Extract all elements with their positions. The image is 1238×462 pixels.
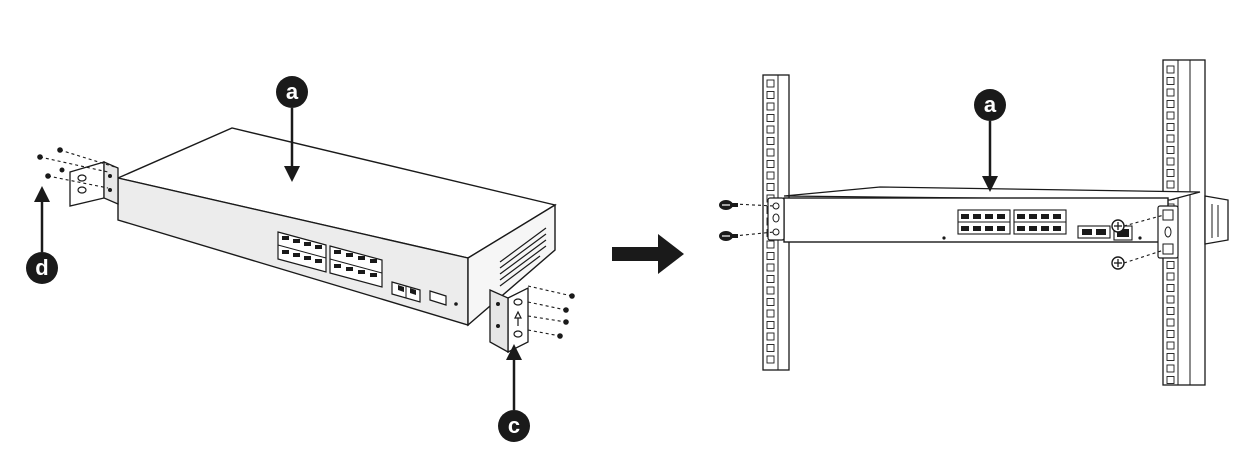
rail-hole [1166, 65, 1175, 74]
rack-bracket-left [767, 197, 785, 241]
svg-text:d: d [35, 255, 48, 280]
rj45-port [1017, 214, 1025, 219]
rj45-port [1017, 226, 1025, 231]
callout-a-rack: a [974, 89, 1006, 192]
rack-port-block-1 [957, 209, 1011, 235]
rj45-port [1053, 226, 1061, 231]
rail-hole [1166, 295, 1175, 304]
led-indicator [454, 302, 458, 306]
screw-icon [37, 147, 65, 179]
rail-hole [1166, 88, 1175, 97]
rail-hole [766, 252, 775, 260]
rack-led [1138, 236, 1142, 240]
callout-c-bracket: c [498, 344, 530, 442]
rj45-port [961, 214, 969, 219]
rj45-port [973, 226, 981, 231]
rail-hole [766, 160, 775, 168]
rj45-port [961, 226, 969, 231]
rail-hole [1166, 123, 1175, 131]
rail-hole [1166, 272, 1175, 281]
rail-hole [766, 125, 775, 134]
rail-hole [1166, 146, 1175, 154]
switch-isometric [115, 127, 557, 327]
rail-hole [1166, 261, 1175, 269]
rj45-port [997, 214, 1005, 219]
screw-icon [557, 293, 575, 339]
svg-text:a: a [984, 92, 997, 117]
rack-screw-lines [733, 203, 1165, 264]
rj45-port [1041, 226, 1049, 231]
rail-hole [766, 355, 775, 364]
rail-hole [766, 183, 775, 191]
rack-bracket-right [1157, 205, 1179, 259]
rail-hole [766, 91, 775, 99]
switch-rear-extension [1204, 195, 1229, 245]
rail-hole [766, 286, 775, 295]
rj45-port [997, 226, 1005, 231]
rail-hole [766, 263, 775, 272]
rail-hole [766, 114, 775, 122]
rj45-port [1029, 226, 1037, 231]
right-mounting-bracket [489, 286, 529, 354]
rail-hole [766, 344, 775, 352]
rail-hole [1166, 100, 1175, 108]
rack-switch [783, 186, 1201, 243]
left-screws [39, 149, 119, 189]
rail-hole [1166, 284, 1175, 292]
sfp-ports [391, 281, 421, 303]
rail-hole [1166, 330, 1175, 338]
svg-text:c: c [508, 413, 520, 438]
rail-hole [766, 275, 775, 283]
rail-hole [1166, 180, 1175, 189]
rj45-port [1041, 214, 1049, 219]
port-block-1 [277, 231, 327, 273]
rj45-port [985, 226, 993, 231]
left-panel: a d c [26, 76, 575, 442]
rail-hole [766, 171, 775, 180]
rail-hole [766, 79, 775, 88]
rail-hole [1166, 376, 1175, 384]
rail-hole [766, 137, 775, 145]
rail-hole [766, 298, 775, 306]
rail-hole [1166, 134, 1175, 143]
rail-hole [1166, 157, 1175, 166]
rj45-port [973, 214, 981, 219]
rail-hole [766, 321, 775, 329]
right-arrow-icon [612, 234, 684, 274]
right-screws [527, 285, 573, 337]
callout-d-bracket: d [26, 186, 58, 284]
callout-a-switch: a [276, 76, 308, 182]
right-panel: a [719, 59, 1229, 386]
rail-hole [1166, 353, 1175, 361]
console-port [429, 290, 447, 306]
left-mounting-bracket [69, 161, 119, 207]
screw-icon [719, 200, 1125, 270]
rail-hole [766, 240, 775, 249]
rear-vents [1211, 204, 1219, 238]
rj45-port [985, 214, 993, 219]
rail-hole [1166, 169, 1175, 177]
side-vents [499, 227, 547, 287]
rj45-port [1053, 214, 1061, 219]
rail-hole [1166, 111, 1175, 120]
rail-hole [1166, 77, 1175, 85]
rail-hole [766, 102, 775, 111]
rail-hole [1166, 318, 1175, 327]
rail-hole [1166, 364, 1175, 373]
svg-text:a: a [286, 79, 299, 104]
rail-hole [766, 148, 775, 157]
rail-hole [1166, 307, 1175, 315]
rail-hole [766, 309, 775, 318]
port-block-2 [329, 245, 383, 288]
rail-hole [1166, 341, 1175, 350]
rj45-port [1029, 214, 1037, 219]
rack-sfp-ports [1077, 225, 1111, 239]
rack-port-block-2 [1013, 209, 1067, 235]
rail-hole [766, 332, 775, 341]
